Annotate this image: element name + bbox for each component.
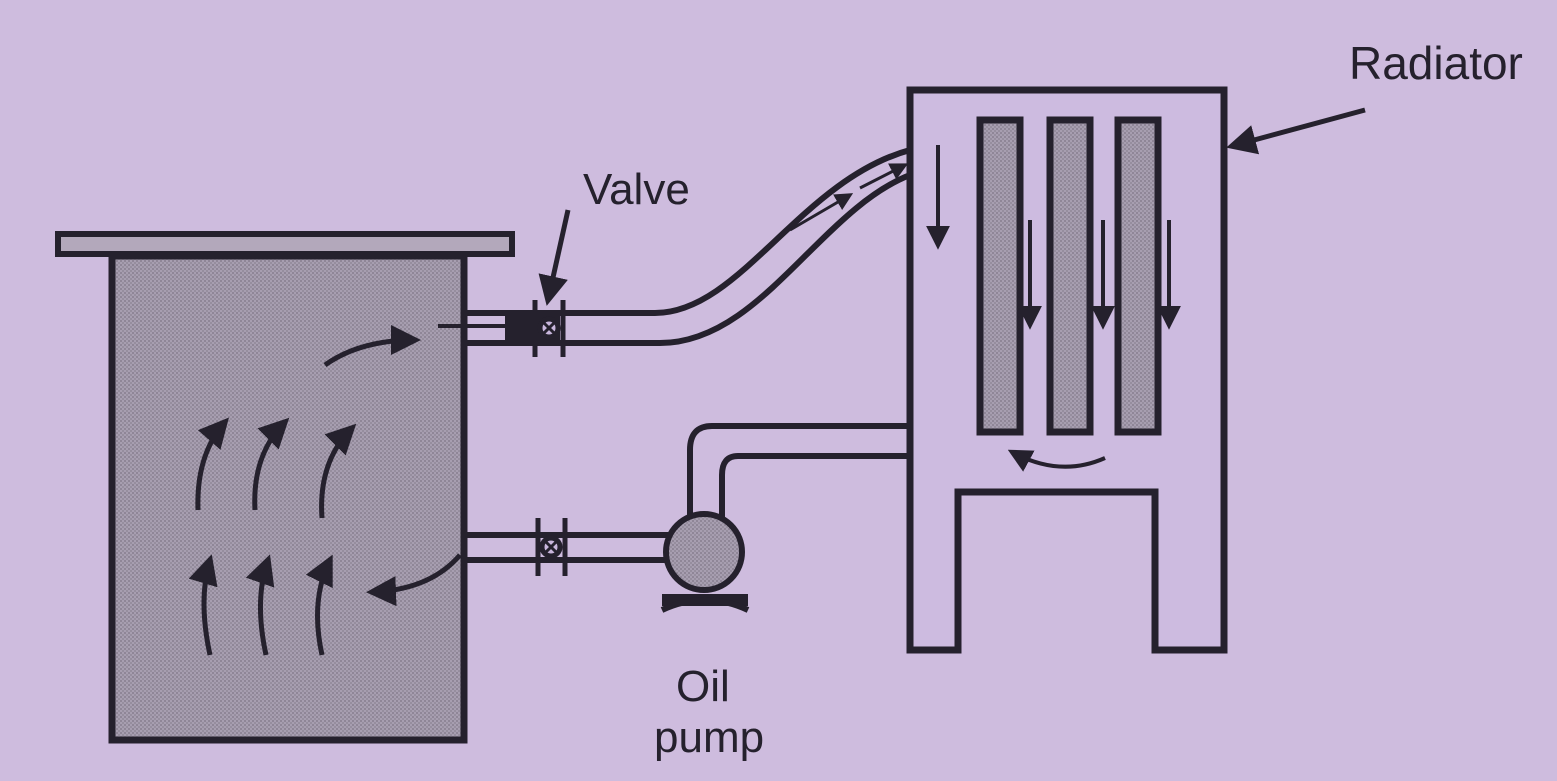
- valve-label: Valve: [583, 165, 690, 214]
- oil-pump-icon: [660, 511, 750, 613]
- upper-valve-icon: [532, 300, 566, 357]
- label-pointers: [538, 107, 1366, 306]
- lower-valve-icon: [535, 518, 568, 576]
- pipe-flow-arrows: [789, 163, 909, 232]
- oil-pump-label-line-1: Oil: [676, 662, 730, 711]
- radiator-fin-1: [976, 116, 1024, 436]
- radiator: [906, 86, 1228, 654]
- radiator-flow-arrows: [926, 145, 1181, 472]
- radiator-fin-2: [1046, 116, 1094, 436]
- tank-lid: [55, 231, 515, 257]
- tank-body: [108, 252, 468, 744]
- transformer-tank: [55, 231, 515, 744]
- lower-oil-pipe: [464, 423, 910, 563]
- tank-flow-arrows: [188, 325, 462, 656]
- radiator-fin-3: [1114, 116, 1162, 436]
- oil-pump-label-line-2: pump: [654, 713, 765, 762]
- radiator-label: Radiator: [1349, 37, 1523, 89]
